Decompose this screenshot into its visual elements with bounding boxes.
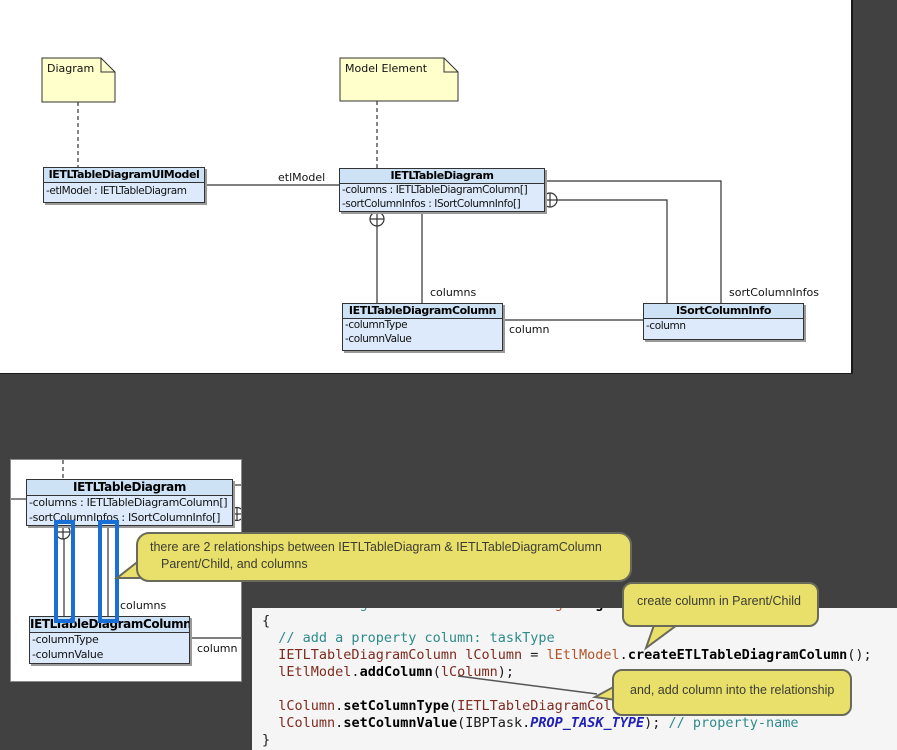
code-line: } bbox=[262, 732, 271, 748]
class-attribute: -columns : IETLTableDiagramColumn[] bbox=[342, 184, 528, 196]
class-attributes: -column bbox=[644, 319, 803, 334]
code-line: lColumn.setColumnType(IETLTableDiagramCo… bbox=[278, 698, 612, 714]
highlight-rect-columns[interactable] bbox=[98, 520, 119, 623]
callout-create-column[interactable]: create column in Parent/Child bbox=[622, 582, 819, 627]
callout-relationships[interactable]: there are 2 relationships between IETLTa… bbox=[136, 532, 632, 582]
highlight-rect-parent-child[interactable] bbox=[54, 520, 75, 623]
callout-add-column[interactable]: and, add column into the relationship bbox=[612, 669, 852, 716]
class-title: ISortColumnInfo bbox=[644, 304, 803, 319]
callout-text: Parent/Child, and columns bbox=[161, 557, 308, 571]
class-title: IETLTableDiagram bbox=[340, 169, 544, 184]
code-block: IETLTableDiagram lEtlModel = lEtlDiagram… bbox=[262, 608, 872, 749]
class-attribute: -columns : IETLTableDiagramColumn[] bbox=[29, 496, 228, 509]
class-attribute: -column bbox=[646, 320, 686, 332]
edge-sortcolumninfos bbox=[543, 180, 722, 303]
class-title: IETLTableDiagramUIModel bbox=[44, 168, 204, 183]
edge-sortcolumninfos-containment bbox=[543, 199, 668, 303]
class-attribute: -columnType bbox=[345, 319, 408, 331]
edge-label-columns: columns bbox=[430, 286, 477, 299]
code-line: lColumn.setColumnValue(IBPTask.PROP_TASK… bbox=[278, 715, 799, 731]
class-ietltablediagram[interactable]: IETLTableDiagram -columns : IETLTableDia… bbox=[339, 168, 545, 212]
class-attributes: -columnType-columnValue bbox=[343, 319, 502, 346]
class-attribute: -sortColumnInfos : ISortColumnInfo[] bbox=[342, 197, 521, 210]
note-model-element-shape bbox=[339, 57, 459, 102]
top-diagram-panel: Diagram Model Element IETLTableDiagramUI… bbox=[0, 0, 853, 374]
callout-text: and, add column into the relationship bbox=[630, 683, 835, 697]
note-diagram[interactable]: Diagram bbox=[47, 62, 95, 75]
edge-label-column: column bbox=[509, 323, 550, 336]
note-model-element[interactable]: Model Element bbox=[345, 62, 428, 75]
class-attribute: -sortColumnInfos : ISortColumnInfo[] bbox=[29, 510, 221, 524]
code-line: // add a property column: taskType bbox=[262, 630, 555, 646]
class-ietltablediagramuimodel[interactable]: IETLTableDiagramUIModel -etlModel : IETL… bbox=[43, 167, 205, 203]
code-line: IETLTableDiagramColumn lColumn = lEtlMod… bbox=[278, 647, 872, 663]
edge-label-sortcolumninfos: sortColumnInfos bbox=[729, 286, 819, 299]
class-attributes: -columns : IETLTableDiagramColumn[]-sort… bbox=[27, 496, 232, 525]
class-title: IETLTableDiagramColumn bbox=[343, 304, 502, 319]
edge-label-columns: columns bbox=[120, 599, 167, 612]
edge-label-etlmodel: etlModel bbox=[278, 171, 326, 184]
class-isortcolumninfo[interactable]: ISortColumnInfo -column bbox=[643, 303, 804, 340]
class-attribute: -columnType bbox=[32, 633, 99, 646]
class-ietltablediagramcolumn[interactable]: IETLTableDiagramColumn -columnType-colum… bbox=[29, 616, 190, 664]
containment-icon bbox=[369, 211, 385, 227]
class-attribute: -columnValue bbox=[32, 647, 104, 661]
class-attribute: -columnValue bbox=[345, 332, 412, 345]
callout-text: there are 2 relationships between IETLTa… bbox=[150, 540, 602, 554]
class-title: IETLTableDiagram bbox=[27, 480, 232, 496]
containment-icon bbox=[542, 192, 558, 208]
class-attribute: -etlModel : IETLTableDiagram bbox=[46, 185, 187, 197]
note-diagram-shape bbox=[41, 57, 116, 103]
code-line: { bbox=[262, 613, 271, 629]
callout-text: create column in Parent/Child bbox=[637, 594, 801, 608]
class-ietltablediagram[interactable]: IETLTableDiagram -columns : IETLTableDia… bbox=[26, 479, 233, 526]
edge-label-column: column bbox=[197, 642, 238, 655]
top-connector-lines-svg bbox=[41, 57, 722, 321]
class-attributes: -columnType-columnValue bbox=[30, 633, 189, 662]
class-attributes: -etlModel : IETLTableDiagram bbox=[44, 183, 204, 199]
class-ietltablediagramcolumn[interactable]: IETLTableDiagramColumn -columnType-colum… bbox=[342, 303, 503, 351]
class-attributes: -columns : IETLTableDiagramColumn[]-sort… bbox=[340, 184, 544, 211]
